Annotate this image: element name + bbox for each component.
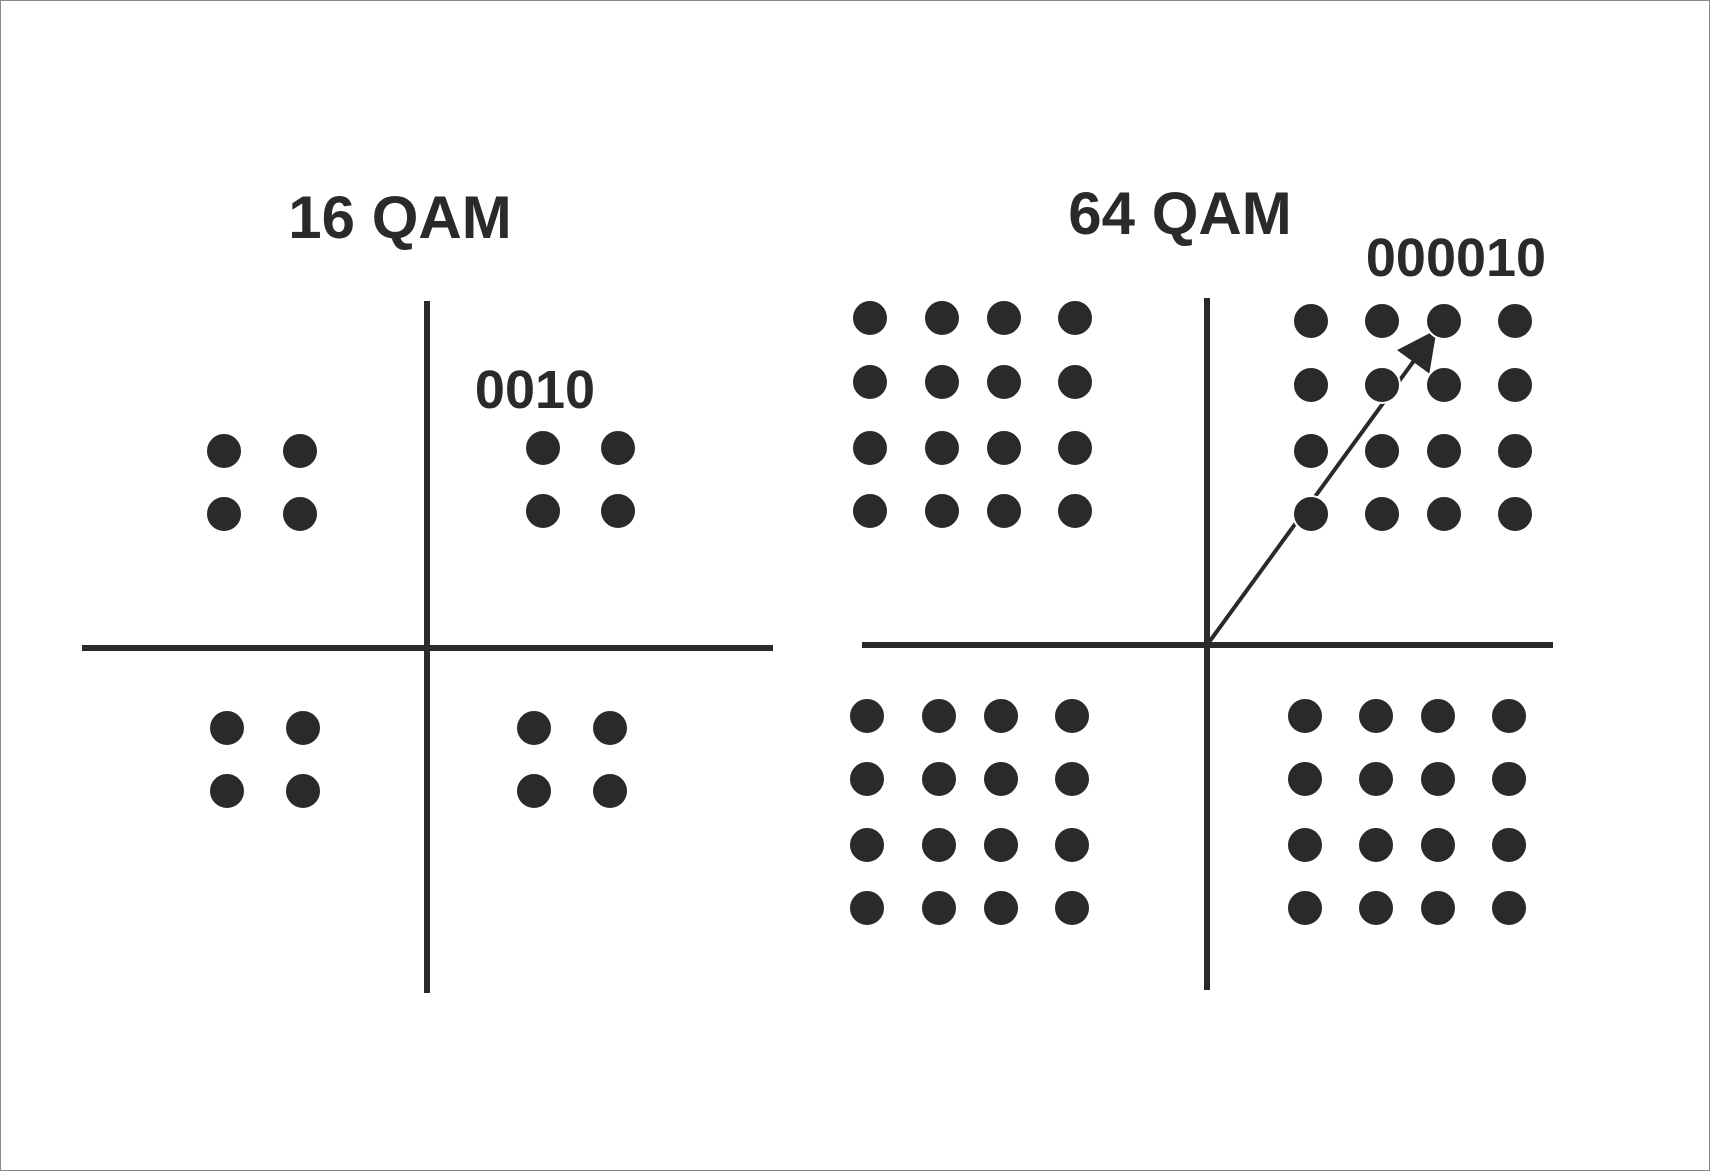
point-64qam-bottom-right-r2c2 — [1357, 760, 1395, 798]
point-64qam-bottom-left-r4c3 — [982, 889, 1020, 927]
point-64qam-top-right-r2c1 — [1292, 366, 1330, 404]
point-64qam-bottom-left-r2c4 — [1053, 760, 1091, 798]
point-64qam-top-right-r2c3 — [1425, 366, 1463, 404]
point-64qam-bottom-left-r4c2 — [920, 889, 958, 927]
point-64qam-bottom-right-r1c4 — [1490, 697, 1528, 735]
point-64qam-bottom-left-r2c1 — [848, 760, 886, 798]
point-64qam-top-left-r3c1 — [851, 429, 889, 467]
point-64qam-bottom-right-r1c3 — [1419, 697, 1457, 735]
point-16qam-top-left-r2c1 — [205, 495, 243, 533]
point-64qam-top-right-r2c2 — [1363, 366, 1401, 404]
point-16qam-top-left-r2c2 — [281, 495, 319, 533]
point-64qam-bottom-right-r4c3 — [1419, 889, 1457, 927]
point-64qam-top-left-r3c2 — [923, 429, 961, 467]
point-64qam-top-right-r4c2 — [1363, 495, 1401, 533]
point-64qam-bottom-right-r2c4 — [1490, 760, 1528, 798]
point-64qam-top-left-r2c3 — [985, 363, 1023, 401]
point-16qam-top-left-r1c2 — [281, 432, 319, 470]
point-64qam-bottom-left-r3c2 — [920, 826, 958, 864]
point-16qam-bottom-right-r2c1 — [515, 772, 553, 810]
point-16qam-top-right-r2c2 — [599, 492, 637, 530]
point-64qam-bottom-right-r4c1 — [1286, 889, 1324, 927]
point-64qam-top-right-r3c1 — [1292, 432, 1330, 470]
title-64qam: 64 QAM — [1068, 180, 1291, 247]
constellation-16qam-points — [205, 429, 637, 810]
point-64qam-top-left-r3c3 — [985, 429, 1023, 467]
point-64qam-bottom-right-r3c3 — [1419, 826, 1457, 864]
point-16qam-bottom-left-r2c2 — [284, 772, 322, 810]
label-16qam-point: 0010 — [475, 360, 595, 420]
point-64qam-top-right-r4c3 — [1425, 495, 1463, 533]
point-64qam-top-left-r1c4 — [1056, 299, 1094, 337]
point-64qam-top-left-r2c1 — [851, 363, 889, 401]
point-64qam-top-left-r2c4 — [1056, 363, 1094, 401]
point-64qam-bottom-right-r2c3 — [1419, 760, 1457, 798]
point-64qam-top-left-r4c4 — [1056, 492, 1094, 530]
point-64qam-bottom-left-r4c1 — [848, 889, 886, 927]
point-64qam-bottom-left-r4c4 — [1053, 889, 1091, 927]
point-64qam-top-left-r1c3 — [985, 299, 1023, 337]
point-16qam-bottom-left-r2c1 — [208, 772, 246, 810]
point-16qam-top-left-r1c1 — [205, 432, 243, 470]
point-16qam-top-right-r1c2 — [599, 429, 637, 467]
point-64qam-bottom-left-r3c3 — [982, 826, 1020, 864]
point-16qam-bottom-right-r2c2 — [591, 772, 629, 810]
point-64qam-bottom-left-r2c3 — [982, 760, 1020, 798]
point-16qam-bottom-left-r1c1 — [208, 709, 246, 747]
point-64qam-bottom-right-r3c4 — [1490, 826, 1528, 864]
title-16qam: 16 QAM — [288, 184, 511, 251]
point-64qam-bottom-right-r2c1 — [1286, 760, 1324, 798]
label-64qam-point: 000010 — [1366, 228, 1546, 288]
point-64qam-top-left-r1c2 — [923, 299, 961, 337]
point-64qam-bottom-left-r1c3 — [982, 697, 1020, 735]
point-64qam-top-right-r3c4 — [1496, 432, 1534, 470]
point-64qam-top-right-r2c4 — [1496, 366, 1534, 404]
point-64qam-bottom-right-r3c1 — [1286, 826, 1324, 864]
point-64qam-bottom-right-r4c2 — [1357, 889, 1395, 927]
point-64qam-bottom-left-r1c1 — [848, 697, 886, 735]
constellation-64qam-points — [848, 299, 1534, 927]
point-64qam-bottom-left-r3c1 — [848, 826, 886, 864]
point-64qam-top-left-r4c2 — [923, 492, 961, 530]
point-64qam-bottom-right-r4c4 — [1490, 889, 1528, 927]
point-64qam-top-right-r4c4 — [1496, 495, 1534, 533]
point-16qam-top-right-r1c1 — [524, 429, 562, 467]
point-64qam-top-left-r3c4 — [1056, 429, 1094, 467]
point-64qam-top-right-r4c1 — [1292, 495, 1330, 533]
point-64qam-top-right-r1c3 — [1425, 302, 1463, 340]
point-16qam-bottom-right-r1c2 — [591, 709, 629, 747]
point-16qam-top-right-r2c1 — [524, 492, 562, 530]
point-64qam-top-left-r4c1 — [851, 492, 889, 530]
point-64qam-bottom-right-r1c2 — [1357, 697, 1395, 735]
point-64qam-bottom-right-r1c1 — [1286, 697, 1324, 735]
point-64qam-bottom-left-r3c4 — [1053, 826, 1091, 864]
point-64qam-top-right-r3c2 — [1363, 432, 1401, 470]
point-64qam-bottom-left-r1c2 — [920, 697, 958, 735]
point-64qam-bottom-left-r1c4 — [1053, 697, 1091, 735]
point-64qam-top-left-r1c1 — [851, 299, 889, 337]
point-16qam-bottom-right-r1c1 — [515, 709, 553, 747]
point-64qam-bottom-right-r3c2 — [1357, 826, 1395, 864]
point-64qam-bottom-left-r2c2 — [920, 760, 958, 798]
point-64qam-top-right-r1c1 — [1292, 302, 1330, 340]
point-64qam-top-left-r4c3 — [985, 492, 1023, 530]
point-16qam-bottom-left-r1c2 — [284, 709, 322, 747]
point-64qam-top-right-r1c2 — [1363, 302, 1401, 340]
point-64qam-top-right-r3c3 — [1425, 432, 1463, 470]
point-64qam-top-left-r2c2 — [923, 363, 961, 401]
point-64qam-top-right-r1c4 — [1496, 302, 1534, 340]
